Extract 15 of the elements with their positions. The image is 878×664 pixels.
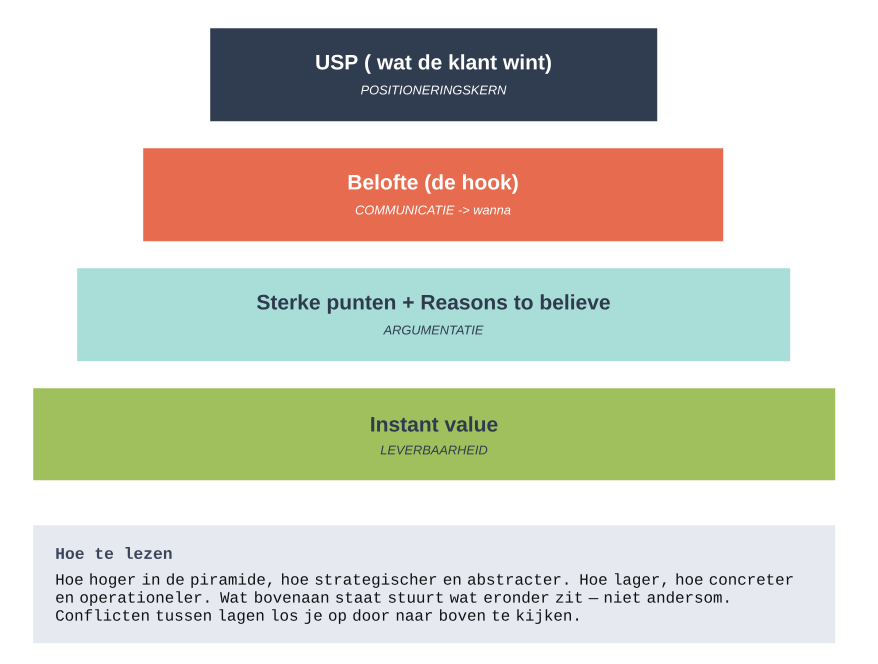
note-panel <box>33 525 836 644</box>
level-title: Instant value <box>371 416 498 432</box>
pyramid-level <box>77 268 790 362</box>
level-title: Sterke punten + Reasons to believe <box>257 294 610 314</box>
level-subtitle: LEVERBAARHEID <box>380 446 488 454</box>
level-subtitle: COMMUNICATIE -> wanna <box>356 205 510 215</box>
pyramid-level <box>33 388 836 480</box>
note-heading: Hoe te lezen <box>56 547 172 559</box>
pyramid-level <box>210 28 658 122</box>
note-text: Hoe hoger in de piramide, hoe strategischer en abstracter. Hoe lager, hoe concreter en operationeler. Wat bovenaan staat stuurt wat eronder zit — niet andersom. Conflicten tussen lagen los je op door naar boven te kijken. <box>56 573 793 624</box>
pyramid-level <box>143 148 724 242</box>
level-subtitle: POSITIONERINGSKERN <box>361 85 506 95</box>
level-subtitle: ARGUMENTATIE <box>382 325 484 335</box>
level-title: USP ( wat de klant wint) <box>316 54 551 74</box>
level-title: Belofte (de hook) <box>348 174 518 194</box>
